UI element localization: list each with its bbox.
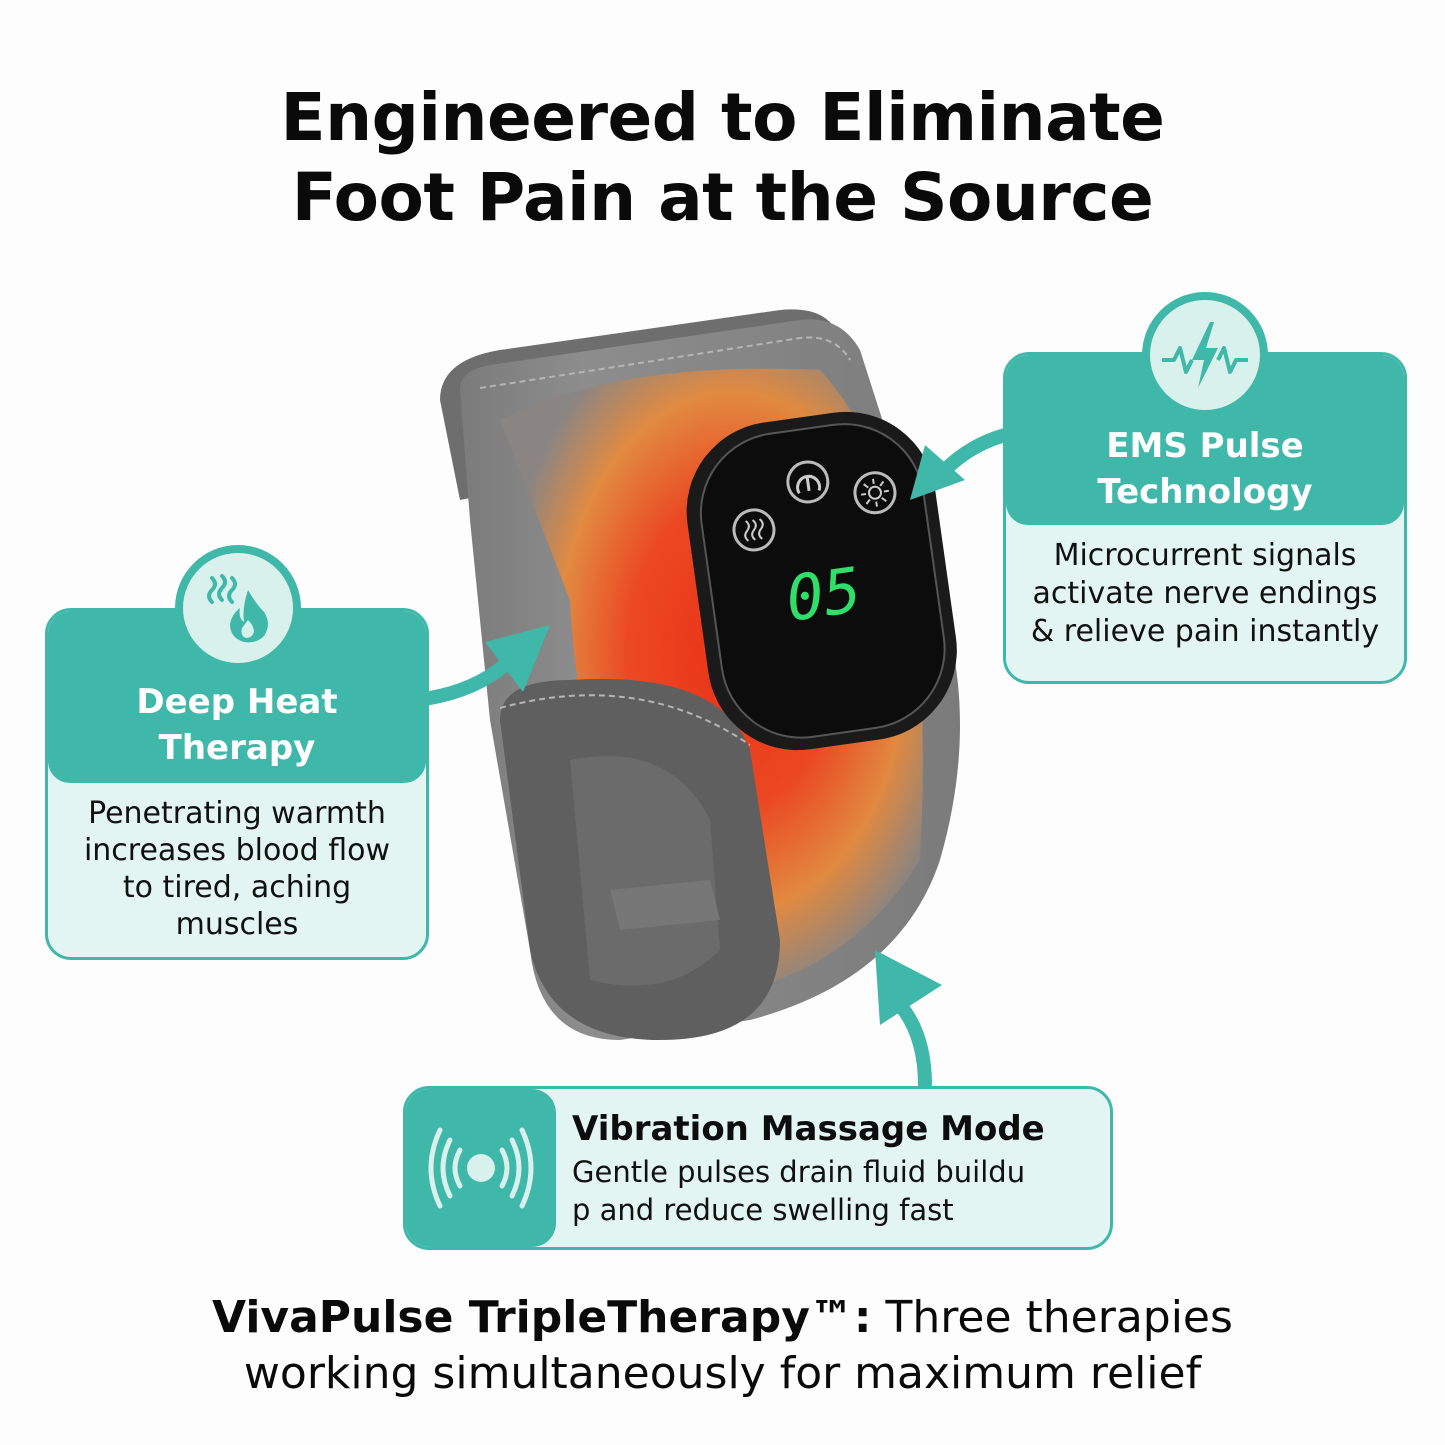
vibration-desc: Gentle pulses drain fluid buildu p and r…: [572, 1153, 1045, 1229]
ems-desc-line-3: & relieve pain instantly: [1030, 614, 1380, 649]
ems-desc-line-2: activate nerve endings: [1032, 576, 1378, 611]
product-image: 05: [440, 309, 960, 1040]
heat-desc-line-4: muscles: [175, 907, 299, 942]
ems-desc-line-1: Microcurrent signals: [1053, 538, 1357, 573]
title-line-2: Foot Pain at the Source: [291, 159, 1154, 236]
vibration-callout-card: Vibration Massage Mode Gentle pulses dra…: [403, 1086, 1113, 1250]
vibration-desc-line-2: p and reduce swelling fast: [572, 1193, 954, 1227]
heat-title-line-2: Therapy: [158, 728, 316, 768]
svg-text:05: 05: [782, 553, 866, 636]
pulse-lightning-icon: [1142, 292, 1268, 418]
heat-desc-line-1: Penetrating warmth: [88, 796, 386, 831]
heat-card-desc: Penetrating warmth increases blood flow …: [48, 783, 426, 943]
heat-desc-line-2: increases blood flow: [83, 833, 391, 868]
page-title: Engineered to Eliminate Foot Pain at the…: [0, 78, 1445, 238]
footer-tagline: VivaPulse TripleTherapy™: Three therapie…: [0, 1290, 1445, 1402]
heat-desc-line-3: to tired, aching: [122, 870, 352, 905]
ems-title-line-1: EMS Pulse: [1106, 426, 1304, 466]
arrow-to-panel: [910, 428, 1010, 500]
arrow-to-heat: [425, 625, 550, 705]
heat-flame-icon: [175, 545, 301, 671]
title-line-1: Engineered to Eliminate: [280, 79, 1165, 156]
ems-card-desc: Microcurrent signals activate nerve endi…: [1006, 525, 1404, 651]
footer-line-2: working simultaneously for maximum relie…: [243, 1348, 1202, 1399]
footer-line-1: Three therapies: [871, 1292, 1233, 1343]
vibration-title: Vibration Massage Mode: [572, 1109, 1045, 1149]
arrow-to-vibration: [875, 950, 942, 1090]
ems-card-title: EMS Pulse Technology: [1006, 355, 1404, 525]
vibration-desc-line-1: Gentle pulses drain fluid buildu: [572, 1155, 1026, 1189]
heat-button-icon: [732, 508, 776, 552]
brand-name: VivaPulse TripleTherapy™:: [212, 1292, 872, 1343]
ems-title-line-2: Technology: [1097, 472, 1313, 512]
heat-title-line-1: Deep Heat: [136, 682, 338, 722]
vibration-waves-icon: [406, 1089, 556, 1247]
